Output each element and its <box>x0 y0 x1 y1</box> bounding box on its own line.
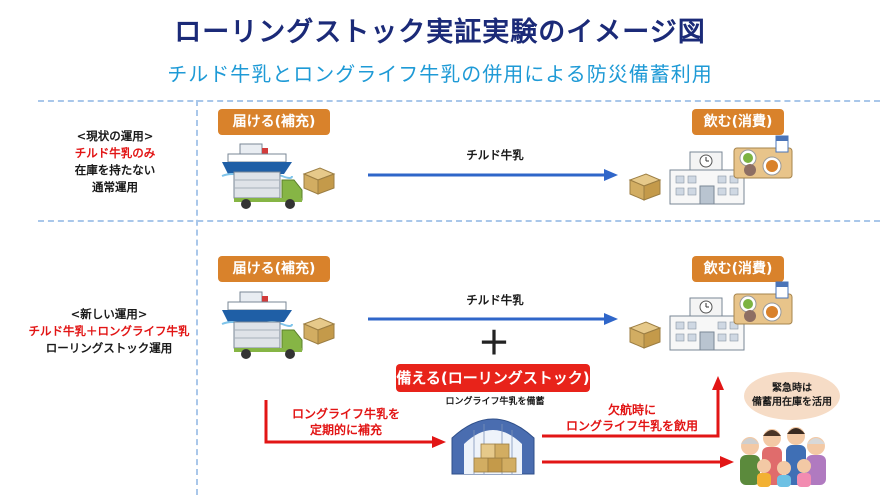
warehouse-icon <box>451 418 535 475</box>
rolling-stock-badge: 備える(ローリングストック) <box>396 364 590 392</box>
current-label-heading: <現状の運用> <box>76 129 154 143</box>
milk-box-icon <box>628 321 662 349</box>
milk-box-icon <box>628 173 662 201</box>
new-operation-label: <新しい運用> チルド牛乳＋ロングライフ牛乳 ローリングストック運用 <box>14 306 204 357</box>
truck-icon <box>233 321 303 359</box>
current-operation-label: <現状の運用> チルド牛乳のみ 在庫を持たない 通常運用 <box>40 128 190 196</box>
page-subtitle: チルド牛乳とロングライフ牛乳の併用による防災備蓄利用 <box>167 62 713 86</box>
milk-box-icon <box>302 317 336 345</box>
school-lunch-icon <box>733 135 793 179</box>
new-label-rolling: ローリングストック運用 <box>45 341 173 355</box>
current-deliver-badge: 届ける(補充) <box>218 109 330 135</box>
new-label-combined: チルド牛乳＋ロングライフ牛乳 <box>28 324 190 338</box>
warehouse-caption: ロングライフ牛乳を備蓄 <box>445 397 545 407</box>
emergency-bubble: 緊急時は 備蓄用在庫を活用 <box>744 372 840 420</box>
outage-text: 欠航時に ロングライフ牛乳を飲用 <box>565 403 698 433</box>
current-arrow-label: チルド牛乳 <box>466 148 524 162</box>
ship-icon <box>221 291 293 327</box>
resupply-arrow <box>264 400 446 448</box>
page-title: ローリングストック実証実験のイメージ図 <box>174 17 706 48</box>
current-label-chilled-only: チルド牛乳のみ <box>74 146 156 160</box>
new-consume-badge: 飲む(消費) <box>692 256 784 282</box>
resupply-text: ロングライフ牛乳を 定期的に補充 <box>291 407 400 437</box>
chilled-milk-arrow <box>368 313 618 325</box>
new-deliver-badge: 届ける(補充) <box>218 256 330 282</box>
current-label-no-stock: 在庫を持たない <box>74 163 156 177</box>
emergency-arrows <box>542 376 734 468</box>
divider-vertical <box>196 100 198 495</box>
school-icon <box>669 151 745 205</box>
chilled-milk-arrow <box>368 169 618 181</box>
plus-sign: ＋ <box>478 324 511 362</box>
milk-box-icon <box>302 167 336 195</box>
divider-middle <box>38 220 880 222</box>
current-label-normal: 通常運用 <box>92 180 138 194</box>
truck-icon <box>233 171 303 209</box>
school-lunch-icon <box>733 281 793 325</box>
new-arrow-label: チルド牛乳 <box>466 293 524 307</box>
family-icon <box>740 427 826 487</box>
school-icon <box>669 297 745 351</box>
current-consume-badge: 飲む(消費) <box>692 109 784 135</box>
divider-top <box>38 100 880 102</box>
new-label-heading: <新しい運用> <box>70 307 148 321</box>
